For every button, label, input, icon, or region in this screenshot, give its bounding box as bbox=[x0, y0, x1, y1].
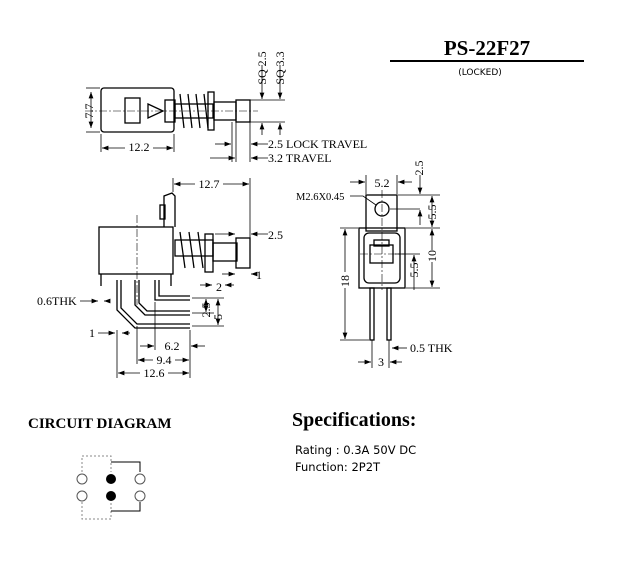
dim-sq-large: SQ 3.3 bbox=[273, 51, 287, 84]
dim-overall: 12.7 bbox=[199, 177, 220, 191]
variant-label: (LOCKED) bbox=[458, 68, 502, 78]
top-view: 7.7 12.2 SQ 2.5 SQ 3.3 2.5 LOCK TRAVEL 3… bbox=[82, 51, 367, 165]
side-view: 12.7 2.5 1 2 0.6THK 1 2.5 5 6.2 9.4 12.6 bbox=[37, 177, 283, 380]
dim-pin-thk: 0.5 THK bbox=[410, 341, 453, 355]
terminal-circle bbox=[134, 490, 146, 502]
dim-sq-small: SQ 2.5 bbox=[255, 51, 269, 84]
common-terminal bbox=[106, 491, 116, 501]
common-terminal bbox=[106, 474, 116, 484]
solid-link bbox=[111, 461, 141, 512]
front-view: 5.2 M2.6X0.45 2.5 5.5 10 5.5 18 0.5 THK … bbox=[296, 161, 453, 370]
dim-pitch-1: 2.5 bbox=[199, 303, 213, 318]
dim-body: 10 bbox=[425, 250, 439, 262]
dim-height: 7.7 bbox=[82, 104, 96, 119]
dim-tip: 1 bbox=[256, 268, 262, 282]
dim-travel: 3.2 TRAVEL bbox=[268, 151, 332, 165]
terminal-circle bbox=[76, 490, 88, 502]
specifications: Specifications: Rating : 0.3A 50V DC Fun… bbox=[292, 409, 416, 474]
dim-pitch-2: 5 bbox=[211, 314, 225, 320]
dim-height: 18 bbox=[338, 275, 352, 287]
dim-width: 5.2 bbox=[375, 176, 390, 190]
dim-shaft: 2.5 bbox=[268, 228, 283, 242]
dim-top: 2.5 bbox=[412, 161, 426, 176]
dim-lock-travel: 2.5 LOCK TRAVEL bbox=[268, 137, 367, 151]
dim-pitch: 3 bbox=[378, 355, 384, 369]
dim-w3: 12.6 bbox=[144, 366, 165, 380]
dim-w2: 9.4 bbox=[157, 353, 172, 367]
model-title: PS-22F27 bbox=[444, 36, 530, 60]
dim-hole: 5.5 bbox=[425, 205, 439, 220]
dashed-link bbox=[81, 455, 112, 520]
dim-w1: 6.2 bbox=[165, 339, 180, 353]
spec-rating: Rating : 0.3A 50V DC bbox=[295, 443, 416, 457]
header: PS-22F27 (LOCKED) bbox=[390, 36, 584, 78]
dim-offset: 1 bbox=[89, 326, 95, 340]
circuit-title: CIRCUIT DIAGRAM bbox=[28, 416, 171, 432]
specs-title: Specifications: bbox=[292, 409, 416, 431]
dim-thk: 0.6THK bbox=[37, 294, 77, 308]
circuit-diagram: CIRCUIT DIAGRAM bbox=[28, 416, 171, 520]
terminal-circle bbox=[134, 473, 146, 485]
spec-function: Function: 2P2T bbox=[295, 460, 381, 474]
terminal-circle bbox=[76, 473, 88, 485]
dim-length: 12.2 bbox=[129, 140, 150, 154]
dim-thread: M2.6X0.45 bbox=[296, 192, 344, 203]
dim-step: 2 bbox=[216, 280, 222, 294]
dim-lower: 5.5 bbox=[407, 263, 421, 278]
